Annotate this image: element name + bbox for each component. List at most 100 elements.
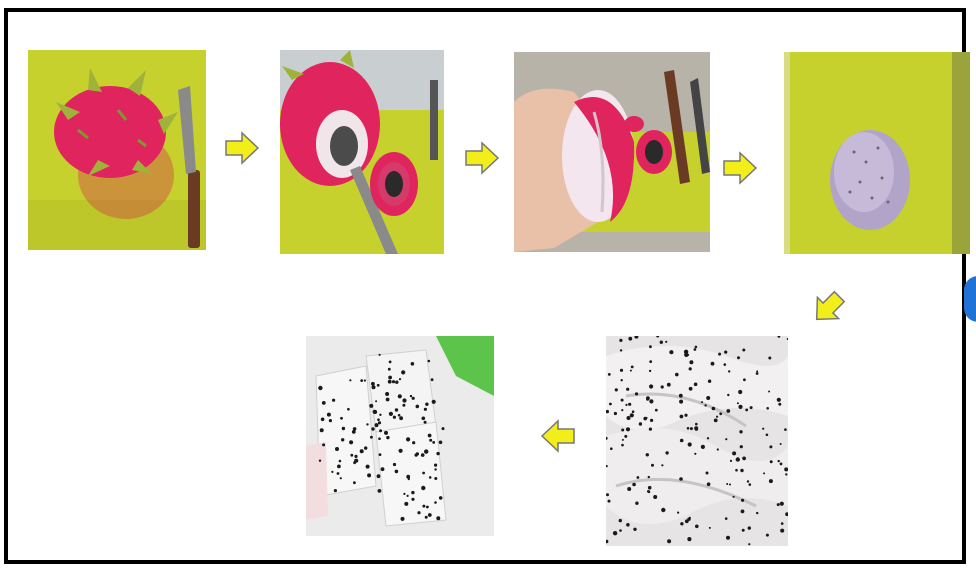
seed-dot [685,519,689,523]
seed-dot [615,388,618,391]
seed-dot [635,502,638,505]
seed-dot [689,517,691,519]
seed-dot [434,501,437,504]
seed-dot [375,400,377,402]
seed-dot [424,449,428,453]
seed-dot [741,510,745,514]
seed-dot [740,469,743,472]
seed-dot [436,452,439,455]
seed-dot [334,489,337,492]
seed-dot [714,419,718,423]
seed-dot [742,349,745,352]
seed-dot [649,384,653,388]
seed-dot [398,414,401,417]
seed-dot [388,380,392,384]
seed-dot [366,423,368,425]
step-3-peeling-photo [514,52,710,252]
seed-dot [732,451,736,455]
seed-dot [784,428,787,431]
seed-dot [429,476,432,479]
seed-dot [626,523,630,527]
arrow-right-icon [224,130,260,166]
seed-dot [694,383,698,387]
seed-dot [651,464,654,467]
seed-dot [619,339,622,342]
seed-dot [646,417,648,419]
seed-dot [337,465,341,469]
seed-dot [425,403,428,406]
seed-dot [711,362,715,366]
seed-dot [706,396,710,400]
seed-dot [379,354,381,356]
seed-dot [689,360,693,364]
seed-dot [353,481,356,484]
seed-dot [781,522,784,525]
seed-dot [353,427,357,431]
seed-dot [327,413,331,417]
seed-dot [378,489,382,493]
seed-dot [386,398,390,402]
seed-dot [635,392,638,395]
seed-dot [688,442,692,446]
seed-dot [434,468,436,470]
seed-dot [421,453,425,457]
seed-dot [321,418,325,422]
seed-dot [628,403,631,406]
seed-dot [422,417,426,421]
seed-dot [749,483,752,486]
seed-dot [742,457,746,461]
seed-dot [406,437,410,441]
seed-dot [687,537,691,541]
seed-dot [769,479,773,483]
seed-dot [740,445,743,448]
seed-dot [342,427,345,430]
seed-dot [647,490,650,493]
seed-dot [769,445,772,448]
seed-dot [637,476,640,479]
seed-dot [695,423,698,426]
seed-dot [354,459,358,463]
seed-dot [349,440,353,444]
seed-dot [756,370,758,372]
seed-dot [424,421,427,424]
seed-dot [372,385,376,389]
seed-dot [632,410,635,413]
seed-dot [646,453,649,456]
seed-dot [367,473,371,477]
seed-dot [350,454,353,457]
seed-dot [422,505,425,508]
seed-dot [669,350,673,354]
seed-dot [648,486,652,490]
seed-dot [619,529,622,532]
seed-dot [633,528,636,531]
seed-dot [385,392,389,396]
seed-dot [431,378,434,381]
seed-dot [412,397,415,400]
edge-badge [964,276,976,322]
seed-dot [745,409,748,412]
seed-dot [661,464,663,466]
seed-dot [426,506,429,509]
seed-dot [429,439,432,442]
seed-dot [381,467,385,471]
step-5-sliced-flesh-photo [606,336,788,546]
seed-dot [665,451,668,454]
seed-dot [626,427,630,431]
seed-dot [725,517,728,520]
seed-dot [370,436,373,439]
seed-dot [770,460,773,463]
seed-dot [665,341,667,343]
seed-dot [322,443,325,446]
seed-dot [737,402,739,404]
seed-dot [416,405,420,409]
seed-dot [649,399,653,403]
seed-dot [735,469,738,472]
seed-dot [322,401,326,405]
seed-dot [661,385,664,388]
seed-dot [614,412,617,415]
seed-dot [399,449,403,453]
seed-dot [403,493,405,495]
seed-dot [393,463,396,466]
seed-dot [406,475,410,479]
seed-dot [318,386,322,390]
